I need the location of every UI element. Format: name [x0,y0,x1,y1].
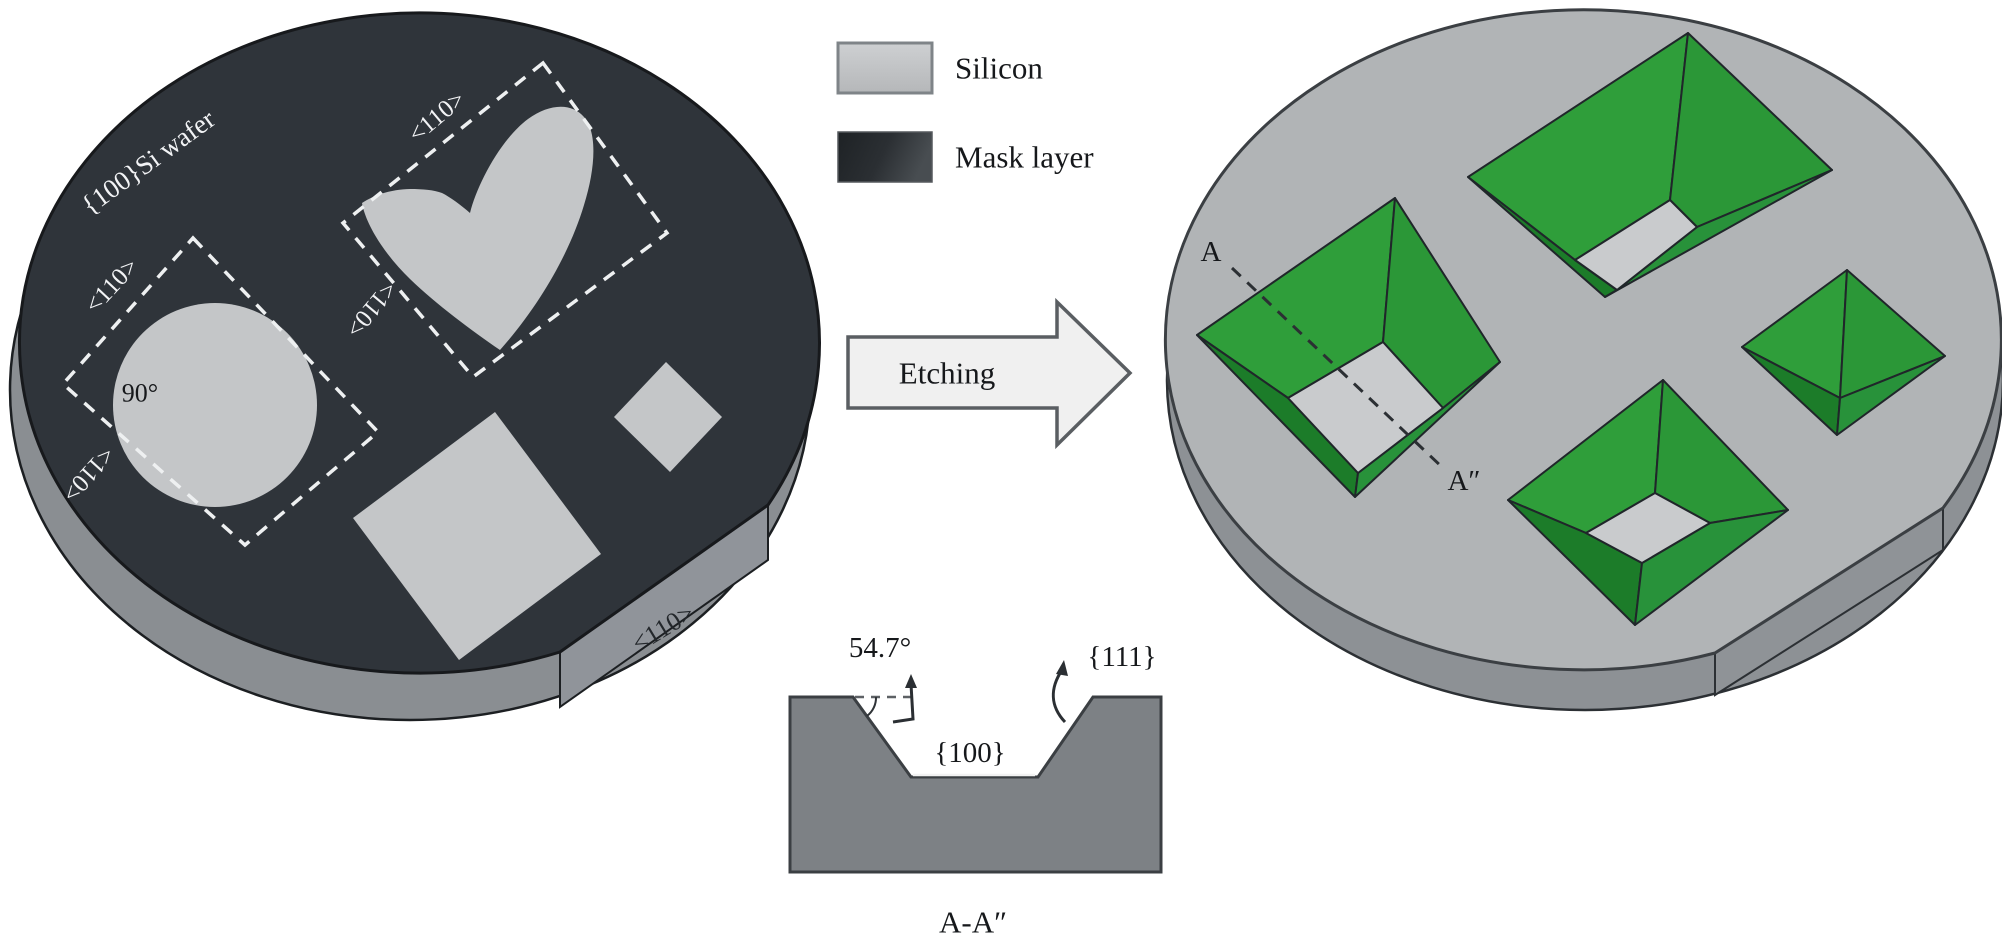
silicon-window-circle [113,303,317,507]
section-end-label: A″ [1447,465,1480,497]
etching-arrow: Etching [846,297,1133,450]
legend-silicon-swatch [836,41,934,95]
etch-pit-bottom [1507,379,1789,626]
bottom-plane-label: {100} [934,737,1005,769]
legend-silicon-label: Silicon [955,51,1043,86]
mask-layer-surface [18,11,821,675]
angle-arc [866,696,878,717]
etching-arrow-label: Etching [899,356,995,391]
legend-mask-swatch [837,131,933,183]
cross-section-body [788,695,1163,874]
dashed-outline-freeform-window [340,60,670,380]
pit-face [1836,355,1946,436]
angle-leader-arrow [892,683,915,724]
dashed-outline-circle-window [60,235,381,548]
etching-arrow-shape [846,297,1133,450]
legend-mask-label: Mask layer [955,140,1094,175]
section-line [1230,266,1445,470]
cross-section-caption: A-A″ [939,905,1007,940]
pit-floor [1287,341,1444,474]
legend: Silicon Mask layer [836,41,1094,183]
section-start-label: A [1201,236,1222,268]
sidewall-angle-label: 54.7° [849,632,911,664]
masked-wafer: {100}Si wafer <110> <110> <110> <110> 90… [8,11,821,722]
silicon-window-freeform [362,106,594,350]
sidewall-leader-arrow [1051,669,1067,724]
silicon-window-small-square [614,362,722,472]
pit-floor [1585,492,1711,564]
sidewall-leader-arrowhead [1056,660,1068,676]
etch-pit-top [1467,32,1833,298]
etch-pit-left [1196,197,1501,498]
sidewall-plane-label: {111} [1087,641,1156,673]
corner-angle-label: 90° [122,379,158,408]
etch-pit-pyramid [1741,269,1946,436]
etched-wafer: A A″ [1163,8,2002,712]
pit-floor [1574,199,1698,291]
angle-leader-arrowhead [905,674,917,688]
silicon-window-large-square [353,412,601,660]
cross-section: 54.7° {111} {100} A-A″ [788,632,1163,940]
